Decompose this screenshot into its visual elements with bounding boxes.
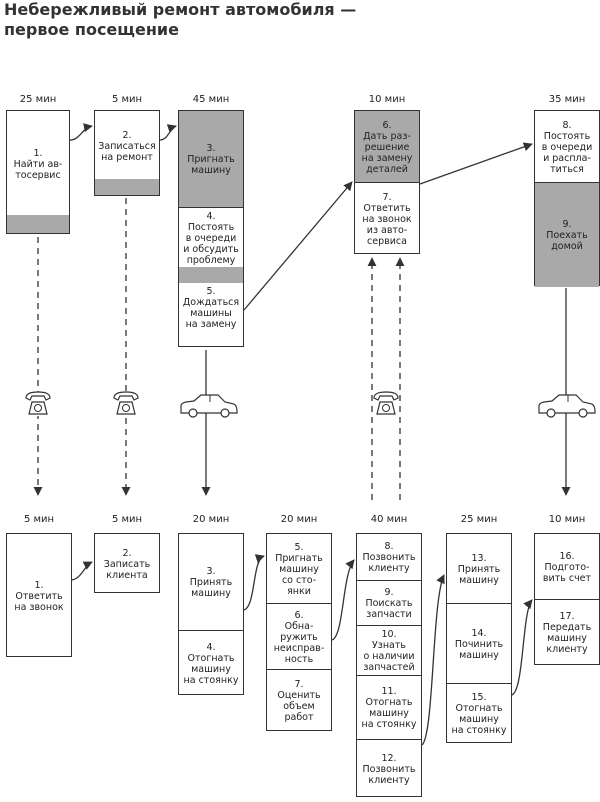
provider-step-10: 10. Узнать о наличии запчастей [363, 629, 415, 673]
customer-step-3: 3. Пригнать машину [179, 111, 243, 208]
duration-label: 45 мин [192, 94, 230, 105]
step-divider [355, 182, 419, 183]
provider-step-3: 3. Принять машину [189, 566, 233, 599]
waiting-fill [179, 267, 243, 283]
phone-icon [25, 391, 51, 416]
car-icon [538, 394, 596, 418]
step-divider [267, 669, 331, 670]
step-divider [357, 625, 421, 626]
provider-step-13: 13. Принять машину [457, 552, 501, 586]
provider-flow-arrow [243, 554, 265, 611]
provider-step-5: 5. Пригнать машину со сто- янки [275, 541, 323, 597]
duration-label: 25 мин [19, 94, 57, 105]
step-divider [535, 599, 599, 600]
provider-step-17: 17. Передать машину клиенту [542, 611, 592, 655]
customer-flow-arrow [159, 124, 177, 141]
provider-flow-arrow [511, 599, 533, 696]
duration-label: 20 мин [280, 514, 318, 525]
provider-column-5: 8. Позвонить клиенту 9. Поискать запчасти… [356, 533, 422, 797]
customer-column-4: 6. Дать раз- решение на замену деталей 7.… [354, 110, 420, 254]
phone-icon [113, 391, 139, 416]
customer-flow-arrow [243, 181, 353, 311]
provider-step-6: 6. Обна- ружить неисправ- ность [273, 609, 325, 665]
customer-step-6: 6. Дать раз- решение на замену деталей [355, 111, 419, 183]
step-divider [357, 675, 421, 676]
waiting-fill [95, 179, 159, 195]
provider-step-12: 12. Позвонить клиенту [362, 752, 416, 786]
customer-step-5: 5. Дождаться машины на замену [182, 286, 240, 330]
provider-step-9: 9. Поискать запчасти [365, 587, 413, 620]
customer-column-5: 8. Постоять в очереди и распла- титься 9.… [534, 110, 600, 287]
provider-column-6: 13. Принять машину 14. Починить машину 15.… [446, 533, 512, 743]
step-divider [179, 630, 243, 631]
customer-step-2: 2. Записаться на ремонт [98, 129, 156, 163]
car-icon [180, 394, 238, 418]
provider-column-7: 16. Подгото- вить счет 17. Передать машин… [534, 533, 600, 665]
customer-flow-arrow [69, 123, 93, 141]
duration-label: 40 мин [370, 514, 408, 525]
customer-step-9: 9. Поехать домой [535, 183, 599, 287]
customer-column-2: 2. Записаться на ремонт [94, 110, 160, 196]
step-divider [447, 683, 511, 684]
provider-step-1: 1. Ответить на звонок [14, 579, 64, 613]
customer-column-1: 1. Найти ав- тосервис [6, 110, 70, 234]
step-divider [447, 603, 511, 604]
provider-flow-arrow [71, 561, 93, 581]
provider-step-7: 7. Оценить объем работ [277, 679, 321, 723]
customer-step-4: 4. Постоять в очереди и обсудить проблем… [183, 210, 239, 266]
customer-step-7: 7. Ответить на звонок из авто- сервиса [362, 191, 412, 247]
customer-step-1: 1. Найти ав- тосервис [13, 147, 63, 181]
duration-label: 10 мин [548, 514, 586, 525]
duration-label: 20 мин [192, 514, 230, 525]
duration-label: 5 мин [111, 94, 143, 105]
page-title: Небережливый ремонт автомобиля — первое … [4, 0, 357, 39]
duration-label: 10 мин [368, 94, 406, 105]
provider-step-14: 14. Починить машину [454, 627, 504, 661]
provider-step-16: 16. Подгото- вить счет [542, 550, 592, 584]
provider-step-2: 2. Записать клиента [103, 547, 151, 581]
phone-icon [373, 391, 399, 416]
provider-step-15: 15. Отогнать машину на стоянку [451, 692, 507, 736]
provider-step-4: 4. Отогнать машину на стоянку [183, 641, 239, 686]
duration-label: 5 мин [111, 514, 143, 525]
step-divider [357, 580, 421, 581]
waiting-fill [7, 215, 69, 233]
step-divider [267, 603, 331, 604]
provider-column-2: 2. Записать клиента [94, 533, 160, 593]
duration-label: 5 мин [23, 514, 55, 525]
customer-step-8: 8. Постоять в очереди и распла- титься [541, 119, 593, 175]
duration-label: 25 мин [460, 514, 498, 525]
provider-column-1: 1. Ответить на звонок [6, 533, 72, 657]
duration-label: 35 мин [548, 94, 586, 105]
step-divider [179, 207, 243, 208]
customer-flow-arrow [419, 142, 533, 185]
step-divider [357, 739, 421, 740]
provider-column-4: 5. Пригнать машину со сто- янки 6. Обна- … [266, 533, 332, 731]
provider-step-11: 11. Отогнать машину на стоянку [361, 686, 417, 730]
provider-step-8: 8. Позвонить клиенту [362, 541, 416, 574]
provider-flow-arrow [331, 559, 355, 641]
step-divider [535, 182, 599, 183]
provider-column-3: 3. Принять машину 4. Отогнать машину на с… [178, 533, 244, 695]
provider-flow-arrow [421, 574, 445, 746]
